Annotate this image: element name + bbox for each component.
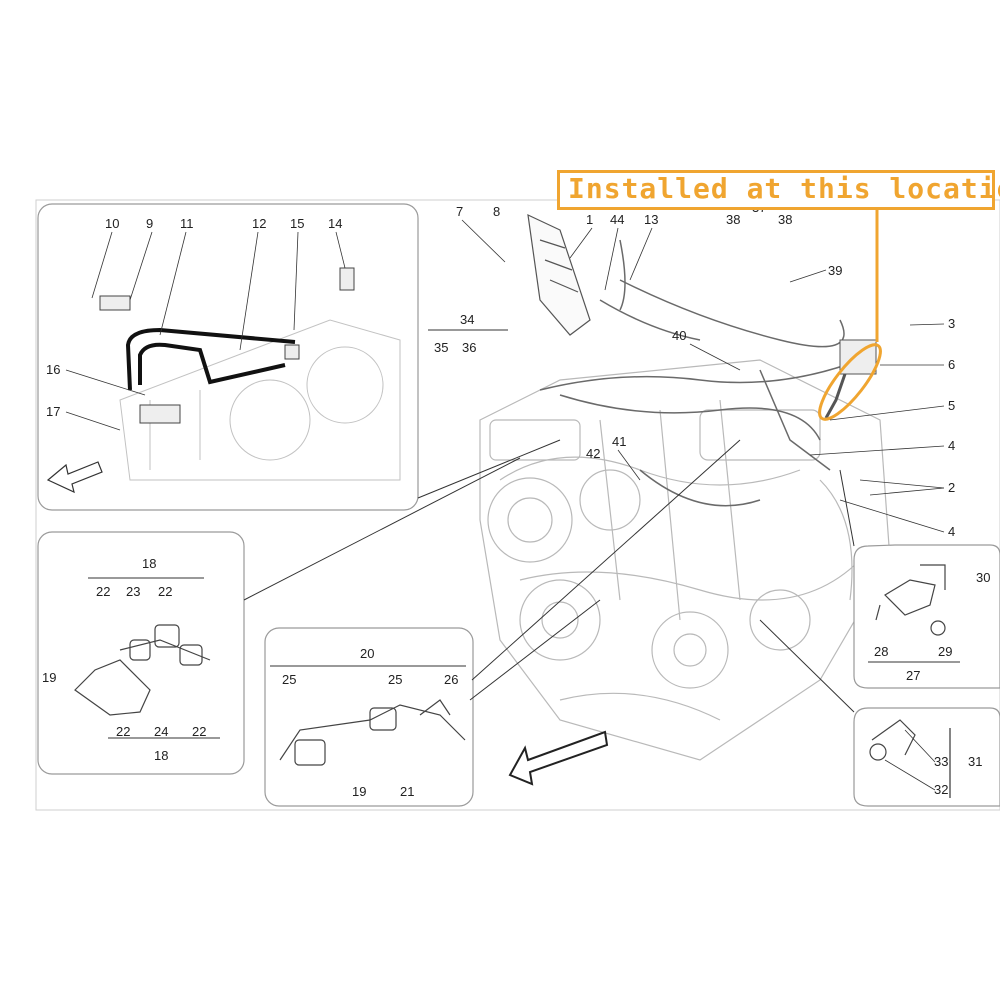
label-15: 15 bbox=[290, 216, 304, 231]
label-38b: 38 bbox=[778, 212, 792, 227]
label-26: 26 bbox=[444, 672, 458, 687]
label-19a: 19 bbox=[42, 670, 56, 685]
label-31: 31 bbox=[968, 754, 982, 769]
label-32: 32 bbox=[934, 782, 948, 797]
label-18a: 18 bbox=[142, 556, 156, 571]
label-19b: 19 bbox=[352, 784, 366, 799]
inset-bracket-20 bbox=[264, 627, 474, 807]
highlighted-sensor bbox=[818, 339, 882, 421]
callout-text: Installed at this location bbox=[568, 172, 1000, 205]
label-44: 44 bbox=[610, 212, 624, 227]
engine-illustration bbox=[479, 359, 891, 761]
label-22a: 22 bbox=[96, 584, 110, 599]
label-17: 17 bbox=[46, 404, 60, 419]
label-3: 3 bbox=[948, 316, 955, 331]
inset-connector-lines bbox=[243, 439, 855, 713]
highlight-ring bbox=[818, 343, 882, 421]
label-30: 30 bbox=[976, 570, 990, 585]
label-34: 34 bbox=[460, 312, 474, 327]
label-4b: 4 bbox=[948, 524, 955, 539]
label-25a: 25 bbox=[282, 672, 296, 687]
label-12: 12 bbox=[252, 216, 266, 231]
label-28: 28 bbox=[874, 644, 888, 659]
ecu-module bbox=[527, 213, 591, 336]
inset-fuel-rail bbox=[37, 203, 419, 511]
inset-sensor-31 bbox=[853, 707, 1000, 807]
inset-direction-arrow bbox=[46, 461, 103, 494]
label-38a: 38 bbox=[726, 212, 740, 227]
label-6: 6 bbox=[948, 357, 955, 372]
label-40: 40 bbox=[672, 328, 686, 343]
label-10: 10 bbox=[105, 216, 119, 231]
label-22d: 22 bbox=[192, 724, 206, 739]
label-4a: 4 bbox=[948, 438, 955, 453]
label-5: 5 bbox=[948, 398, 955, 413]
label-33: 33 bbox=[934, 754, 948, 769]
label-1: 1 bbox=[586, 212, 593, 227]
label-22b: 22 bbox=[158, 584, 172, 599]
direction-arrow bbox=[508, 730, 609, 786]
callout-box bbox=[557, 170, 995, 210]
diagram-frame bbox=[35, 199, 1000, 811]
label-leader-lines bbox=[65, 219, 945, 791]
label-22c: 22 bbox=[116, 724, 130, 739]
label-13: 13 bbox=[644, 212, 658, 227]
label-24: 24 bbox=[154, 724, 168, 739]
inset-bracket-18 bbox=[37, 531, 245, 775]
part-labels: 10 9 11 12 15 14 16 17 7 8 1 44 13 37 38… bbox=[42, 200, 990, 799]
inset-sensor-27 bbox=[853, 544, 1000, 689]
wiring-harness bbox=[539, 239, 861, 507]
label-14: 14 bbox=[328, 216, 342, 231]
label-18b: 18 bbox=[154, 748, 168, 763]
label-21: 21 bbox=[400, 784, 414, 799]
label-36: 36 bbox=[462, 340, 476, 355]
label-35: 35 bbox=[434, 340, 448, 355]
label-9: 9 bbox=[146, 216, 153, 231]
label-7: 7 bbox=[456, 204, 463, 219]
label-39: 39 bbox=[828, 263, 842, 278]
label-41: 41 bbox=[612, 434, 626, 449]
label-11: 11 bbox=[180, 216, 194, 231]
label-8: 8 bbox=[493, 204, 500, 219]
label-25b: 25 bbox=[388, 672, 402, 687]
label-29: 29 bbox=[938, 644, 952, 659]
label-42: 42 bbox=[586, 446, 600, 461]
label-20: 20 bbox=[360, 646, 374, 661]
label-23: 23 bbox=[126, 584, 140, 599]
label-16: 16 bbox=[46, 362, 60, 377]
label-2: 2 bbox=[948, 480, 955, 495]
label-27: 27 bbox=[906, 668, 920, 683]
